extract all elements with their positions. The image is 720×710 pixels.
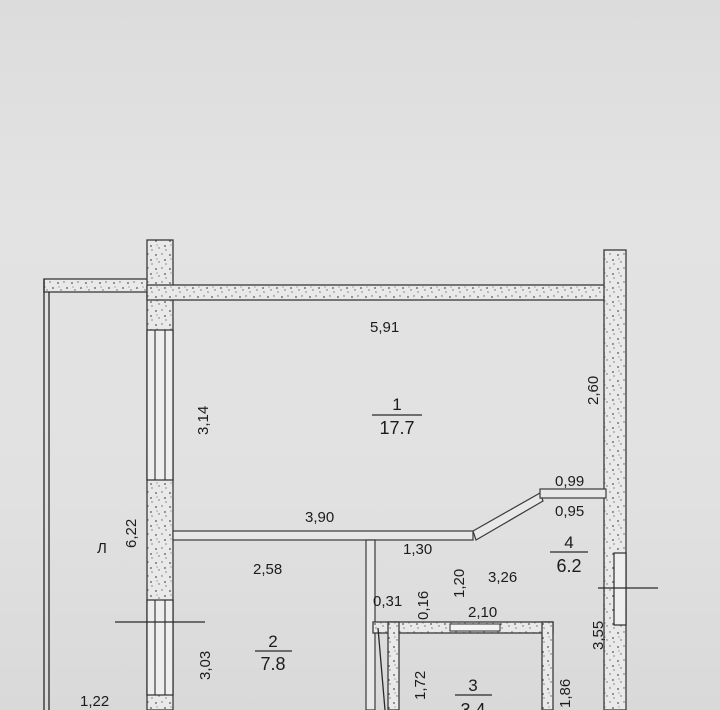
dim-label: 1,20 xyxy=(451,569,468,598)
dimension-labels: 5,91 3,14 2,60 0,99 0,95 3,90 6,22 1,30 … xyxy=(80,319,607,710)
balcony-top-wall xyxy=(43,278,149,293)
dim-label: 3,14 xyxy=(195,406,212,435)
dim-label: 3,26 xyxy=(488,569,517,586)
dim-label: 0,99 xyxy=(555,473,584,490)
dim-label: 2,10 xyxy=(468,604,497,621)
room-number: 1 xyxy=(392,395,401,414)
dim-label: 3,55 xyxy=(590,621,607,650)
dim-label: 6,22 xyxy=(123,519,140,548)
room-number: 2 xyxy=(268,632,277,651)
room-number: 3 xyxy=(468,676,477,695)
dim-label: 2,60 xyxy=(585,376,602,405)
room-number: 4 xyxy=(564,533,573,552)
interior-walls xyxy=(172,488,607,710)
wall-room1-room2 xyxy=(172,530,474,541)
room-area: 3.4 xyxy=(460,700,485,710)
left-window-lower xyxy=(146,599,174,696)
dim-label: 1,72 xyxy=(412,671,429,700)
wall-diagonal xyxy=(472,492,544,541)
dim-label: 1,86 xyxy=(557,679,574,708)
right-window xyxy=(613,552,627,626)
dim-label: 0,95 xyxy=(555,503,584,520)
room-label-2: 2 7.8 xyxy=(255,632,292,674)
wall-room1-room4 xyxy=(539,488,607,499)
dim-label: 1,22 xyxy=(80,693,109,710)
room-area: 17.7 xyxy=(379,418,414,438)
wall-bathroom-right xyxy=(541,621,554,710)
room-area: 7.8 xyxy=(260,654,285,674)
top-exterior-wall xyxy=(146,284,618,301)
hall-door-line xyxy=(377,627,386,710)
room-label-3: 3 3.4 xyxy=(455,676,492,710)
balcony-mark: Л xyxy=(97,540,107,557)
room-label-1: 1 17.7 xyxy=(372,395,422,438)
dim-label: 1,30 xyxy=(403,541,432,558)
room-area: 6.2 xyxy=(556,556,581,576)
bathroom-door-opening xyxy=(449,623,501,632)
dim-label: 5,91 xyxy=(370,319,399,336)
room-label-4: 4 6.2 xyxy=(550,533,588,576)
dim-label: 2,58 xyxy=(253,561,282,578)
wall-bathroom-left xyxy=(387,621,400,710)
dim-label: 0,16 xyxy=(415,591,432,620)
dim-label: 3,03 xyxy=(197,651,214,680)
dim-label: 3,90 xyxy=(305,509,334,526)
right-exterior-wall xyxy=(603,249,627,710)
dim-label: 0,31 xyxy=(373,593,402,610)
left-window-upper xyxy=(146,329,174,481)
balcony xyxy=(43,278,149,710)
